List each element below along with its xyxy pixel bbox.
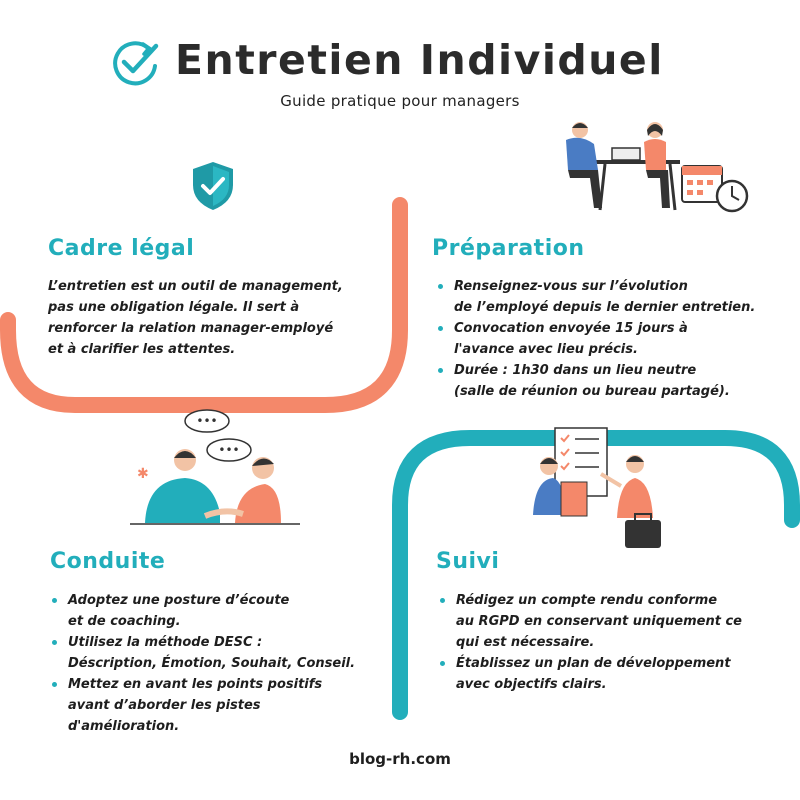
section-title-suivi: Suivi bbox=[436, 549, 500, 574]
meeting-illustration bbox=[566, 122, 749, 213]
shield-check-icon bbox=[193, 162, 233, 210]
cadre-legal-text: L’entretien est un outil de management, … bbox=[48, 276, 343, 360]
svg-text:✱: ✱ bbox=[137, 466, 149, 482]
svg-text:•••: ••• bbox=[218, 443, 239, 457]
text-line: renforcer la relation manager-employé bbox=[48, 321, 334, 336]
conversation-illustration: ••• ••• ✱ bbox=[130, 409, 300, 525]
check-circle-icon bbox=[113, 41, 159, 86]
teal-connector-path bbox=[392, 430, 800, 720]
text-line: pas une obligation légale. Il sert à bbox=[48, 300, 300, 315]
section-title-conduite: Conduite bbox=[50, 549, 166, 574]
list-item: Durée : 1h30 dans un lieu neutre(salle d… bbox=[437, 360, 755, 402]
section-title-cadre-legal: Cadre légal bbox=[48, 236, 195, 261]
section-title-preparation: Préparation bbox=[432, 236, 585, 261]
page-title: Entretien Individuel bbox=[175, 36, 664, 84]
checklist-illustration bbox=[533, 427, 661, 548]
text-line: et à clarifier les attentes. bbox=[48, 342, 236, 357]
text-line: L’entretien est un outil de management, bbox=[48, 279, 343, 294]
footer-site: blog-rh.com bbox=[349, 750, 451, 768]
list-item: Utilisez la méthode DESC :Déscription, É… bbox=[51, 632, 355, 674]
svg-text:•••: ••• bbox=[196, 414, 217, 428]
orange-connector-path bbox=[0, 197, 408, 413]
page-subtitle: Guide pratique pour managers bbox=[280, 92, 520, 110]
